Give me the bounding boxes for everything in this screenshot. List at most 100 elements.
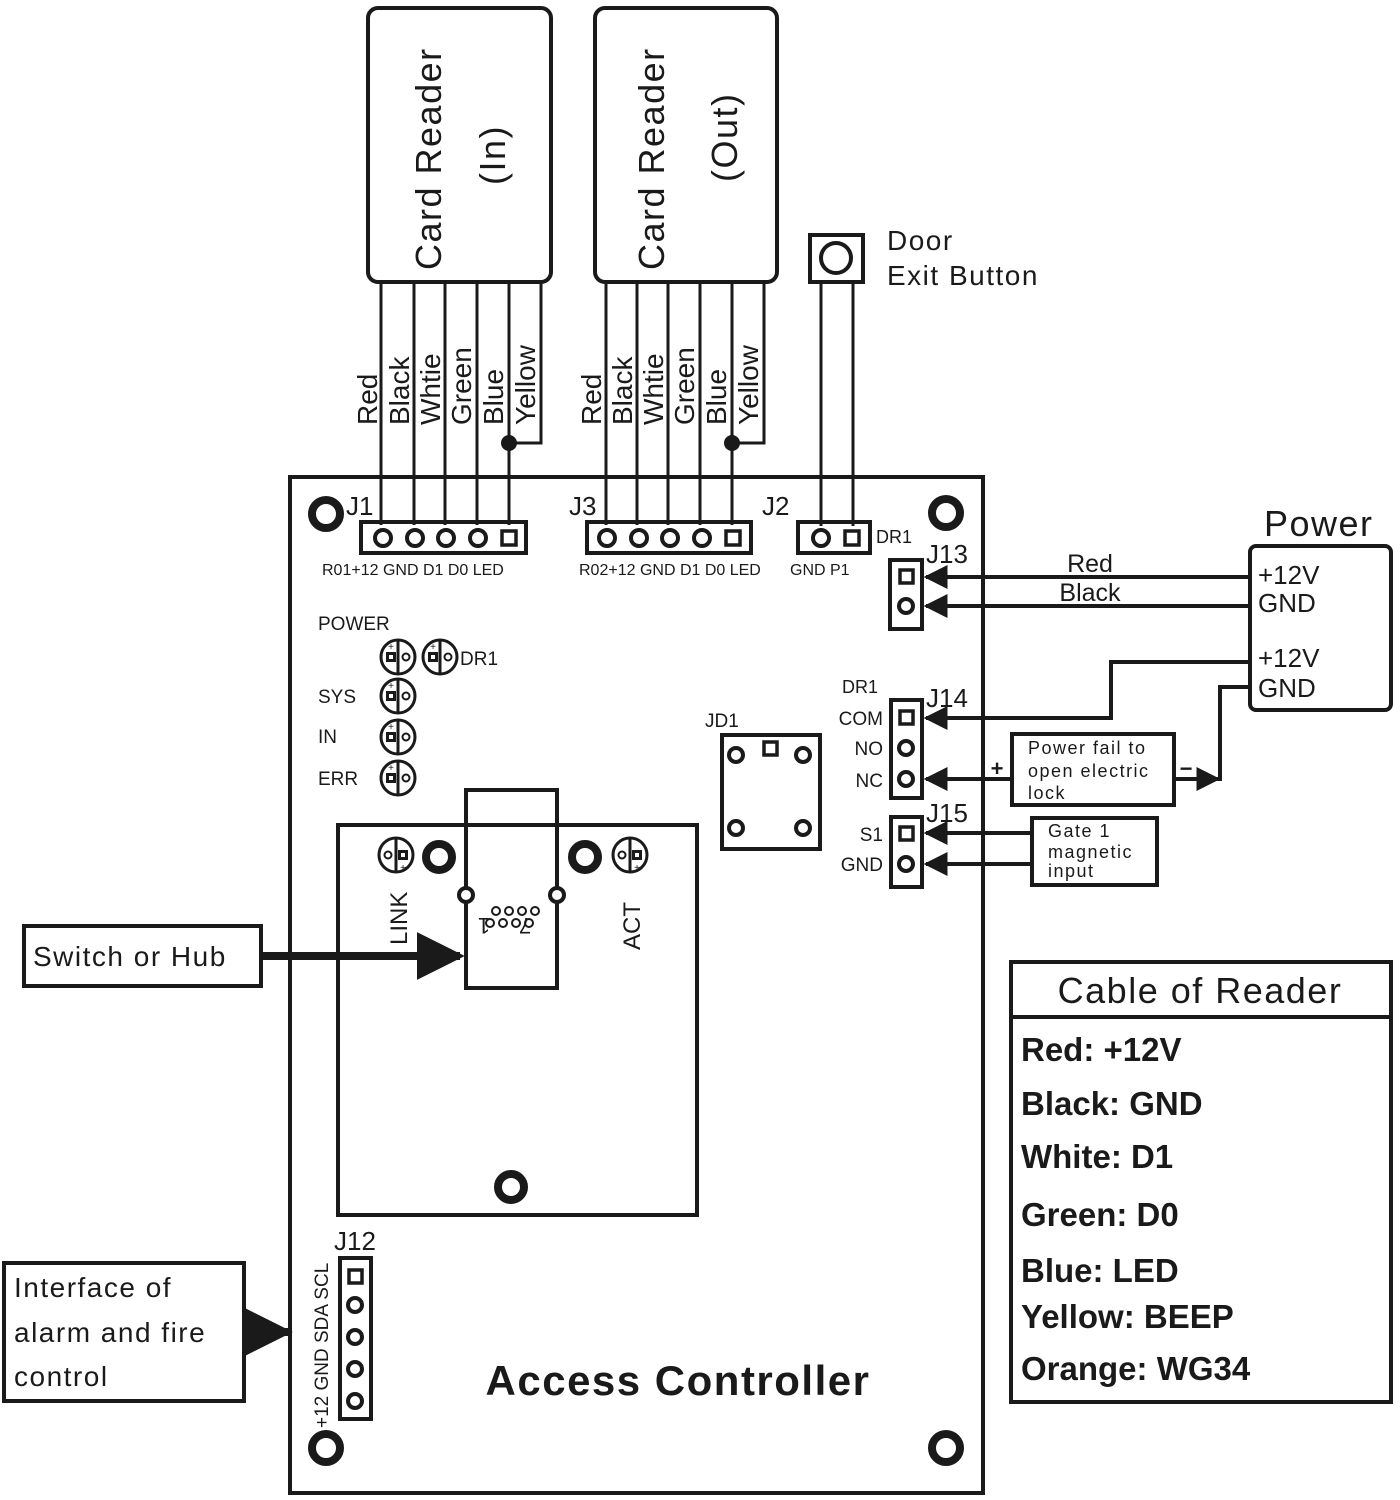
pin-labels: +12 GND SDA SCL <box>312 1263 333 1428</box>
card-reader-in-label: Card Reader <box>408 47 449 270</box>
gate-box-line: input <box>1048 861 1095 881</box>
rj45-pin7-label: 7 <box>519 913 531 938</box>
mounting-hole <box>928 1430 964 1466</box>
led-label-err: ERR <box>318 769 358 790</box>
pin-label-gnd: GND <box>841 855 883 876</box>
connector-label: J15 <box>926 798 968 828</box>
svg-text:+: + <box>634 863 640 874</box>
act-label: ACT <box>619 902 646 950</box>
rj45-pin1-label: 1 <box>478 913 490 938</box>
switch-label: Switch or Hub <box>33 941 227 972</box>
connector-j12: J12 +12 GND SDA SCL <box>312 1226 376 1428</box>
legend-row: Blue: LED <box>1021 1252 1179 1289</box>
wire-junction-dot <box>724 435 740 451</box>
wire-label-black: Black <box>1059 579 1121 607</box>
led-label-power: POWER <box>318 614 390 635</box>
card-reader-out-box <box>593 6 779 284</box>
led-in-icon: + <box>379 718 417 756</box>
exit-button-wires <box>819 282 855 526</box>
jd1-component: JD1 <box>705 711 822 851</box>
legend-row: Orange: WG34 <box>1021 1350 1251 1387</box>
led-act-icon: + <box>611 836 649 874</box>
pin-label-com: COM <box>839 709 883 730</box>
push-button-icon <box>819 241 853 275</box>
exit-button-label-line2: Exit Button <box>887 260 1039 291</box>
controller-board <box>288 475 985 1495</box>
link-label: LINK <box>386 892 413 945</box>
gate-wires <box>923 821 1032 876</box>
connector-label: J12 <box>334 1226 376 1256</box>
led-sys-icon: + <box>379 677 417 715</box>
mounting-hole <box>568 840 602 874</box>
minus-sign: − <box>1180 756 1193 781</box>
wire-label-red: Red <box>1067 550 1113 578</box>
wire-label: Green <box>446 347 477 425</box>
led-icons: +++++++ <box>377 638 649 874</box>
svg-text:+: + <box>400 863 406 874</box>
power-supply: Power +12V GND +12V GND <box>1248 503 1393 712</box>
led-label-in: IN <box>318 727 337 748</box>
connector-j13: J13 <box>888 539 968 631</box>
wire-junction-dot <box>501 435 517 451</box>
wire-label: Black <box>384 356 415 425</box>
svg-text:+: + <box>430 642 436 653</box>
led-label-sys: SYS <box>318 687 356 708</box>
mounting-hole <box>928 495 964 531</box>
lock-box-line: open electric <box>1028 761 1150 781</box>
card-reader-in-wires <box>379 282 543 525</box>
legend-title: Cable of Reader <box>1058 970 1343 1011</box>
dr1-side-label: DR1 <box>876 527 912 547</box>
connector-label: J13 <box>926 539 968 569</box>
power-title: Power <box>1264 503 1374 544</box>
legend-row: White: D1 <box>1021 1138 1173 1175</box>
lock-box: Power fail to open electric lock + − <box>991 732 1193 807</box>
svg-text:+: + <box>388 722 394 733</box>
card-reader-in-box <box>366 6 553 284</box>
card-reader-in: Card Reader (In) <box>366 6 553 284</box>
mounting-hole <box>308 496 344 532</box>
mounting-hole <box>422 840 456 874</box>
connector-j2: J2 GND P1 DR1 <box>762 491 912 579</box>
card-reader-in-sub: (In) <box>472 125 513 185</box>
wire-label: Yellow <box>733 344 764 425</box>
legend-row: Green: D0 <box>1021 1196 1179 1233</box>
card-reader-out-label: Card Reader <box>631 47 672 270</box>
wire-label: Whtie <box>415 353 446 425</box>
connector-label: J14 <box>926 683 968 713</box>
svg-text:+: + <box>388 642 394 653</box>
lock-box-line: Power fail to <box>1028 738 1147 758</box>
connector-j3: J3 R02+12 GND D1 D0 LED <box>569 491 761 579</box>
network-module: 1 7 LINK ACT <box>336 788 699 1217</box>
connector-j15: J15 S1 GND <box>841 798 968 889</box>
pin-labels: R01+12 GND D1 D0 LED <box>322 562 504 579</box>
led-dr1-icon: + <box>421 638 459 676</box>
lock-box-line: lock <box>1028 783 1066 803</box>
power-out1-neg: GND <box>1258 588 1316 618</box>
door-exit-button: Door Exit Button <box>808 225 1039 291</box>
gate-box-line: magnetic <box>1048 842 1133 862</box>
alarm-line: control <box>14 1361 109 1392</box>
led-power-icon: + <box>379 638 417 676</box>
pin-labels: R02+12 GND D1 D0 LED <box>579 562 761 579</box>
led-label-dr1: DR1 <box>460 649 498 670</box>
relay-wires <box>923 660 1250 791</box>
pin-label-s1: S1 <box>860 825 883 846</box>
power-out2-pos: +12V <box>1258 643 1320 673</box>
pin-labels: GND P1 <box>790 562 850 579</box>
plus-sign: + <box>991 756 1004 781</box>
power-out2-neg: GND <box>1258 673 1316 703</box>
connector-label: J1 <box>346 491 373 521</box>
legend-row: Black: GND <box>1021 1085 1203 1122</box>
pin-label-no: NO <box>855 739 884 760</box>
gate-box-line: Gate 1 <box>1048 821 1111 841</box>
mounting-holes <box>308 495 964 1466</box>
mounting-hole <box>494 1170 528 1204</box>
led-link-icon: + <box>377 836 415 874</box>
card-reader-out: Card Reader (Out) <box>593 6 779 284</box>
gate-input-box: Gate 1 magnetic input <box>1030 816 1159 887</box>
connector-label: J2 <box>762 491 789 521</box>
alarm-line: alarm and fire <box>14 1317 206 1348</box>
status-leds: POWER DR1 SYS IN ERR <box>318 614 498 790</box>
svg-text:+: + <box>388 681 394 692</box>
